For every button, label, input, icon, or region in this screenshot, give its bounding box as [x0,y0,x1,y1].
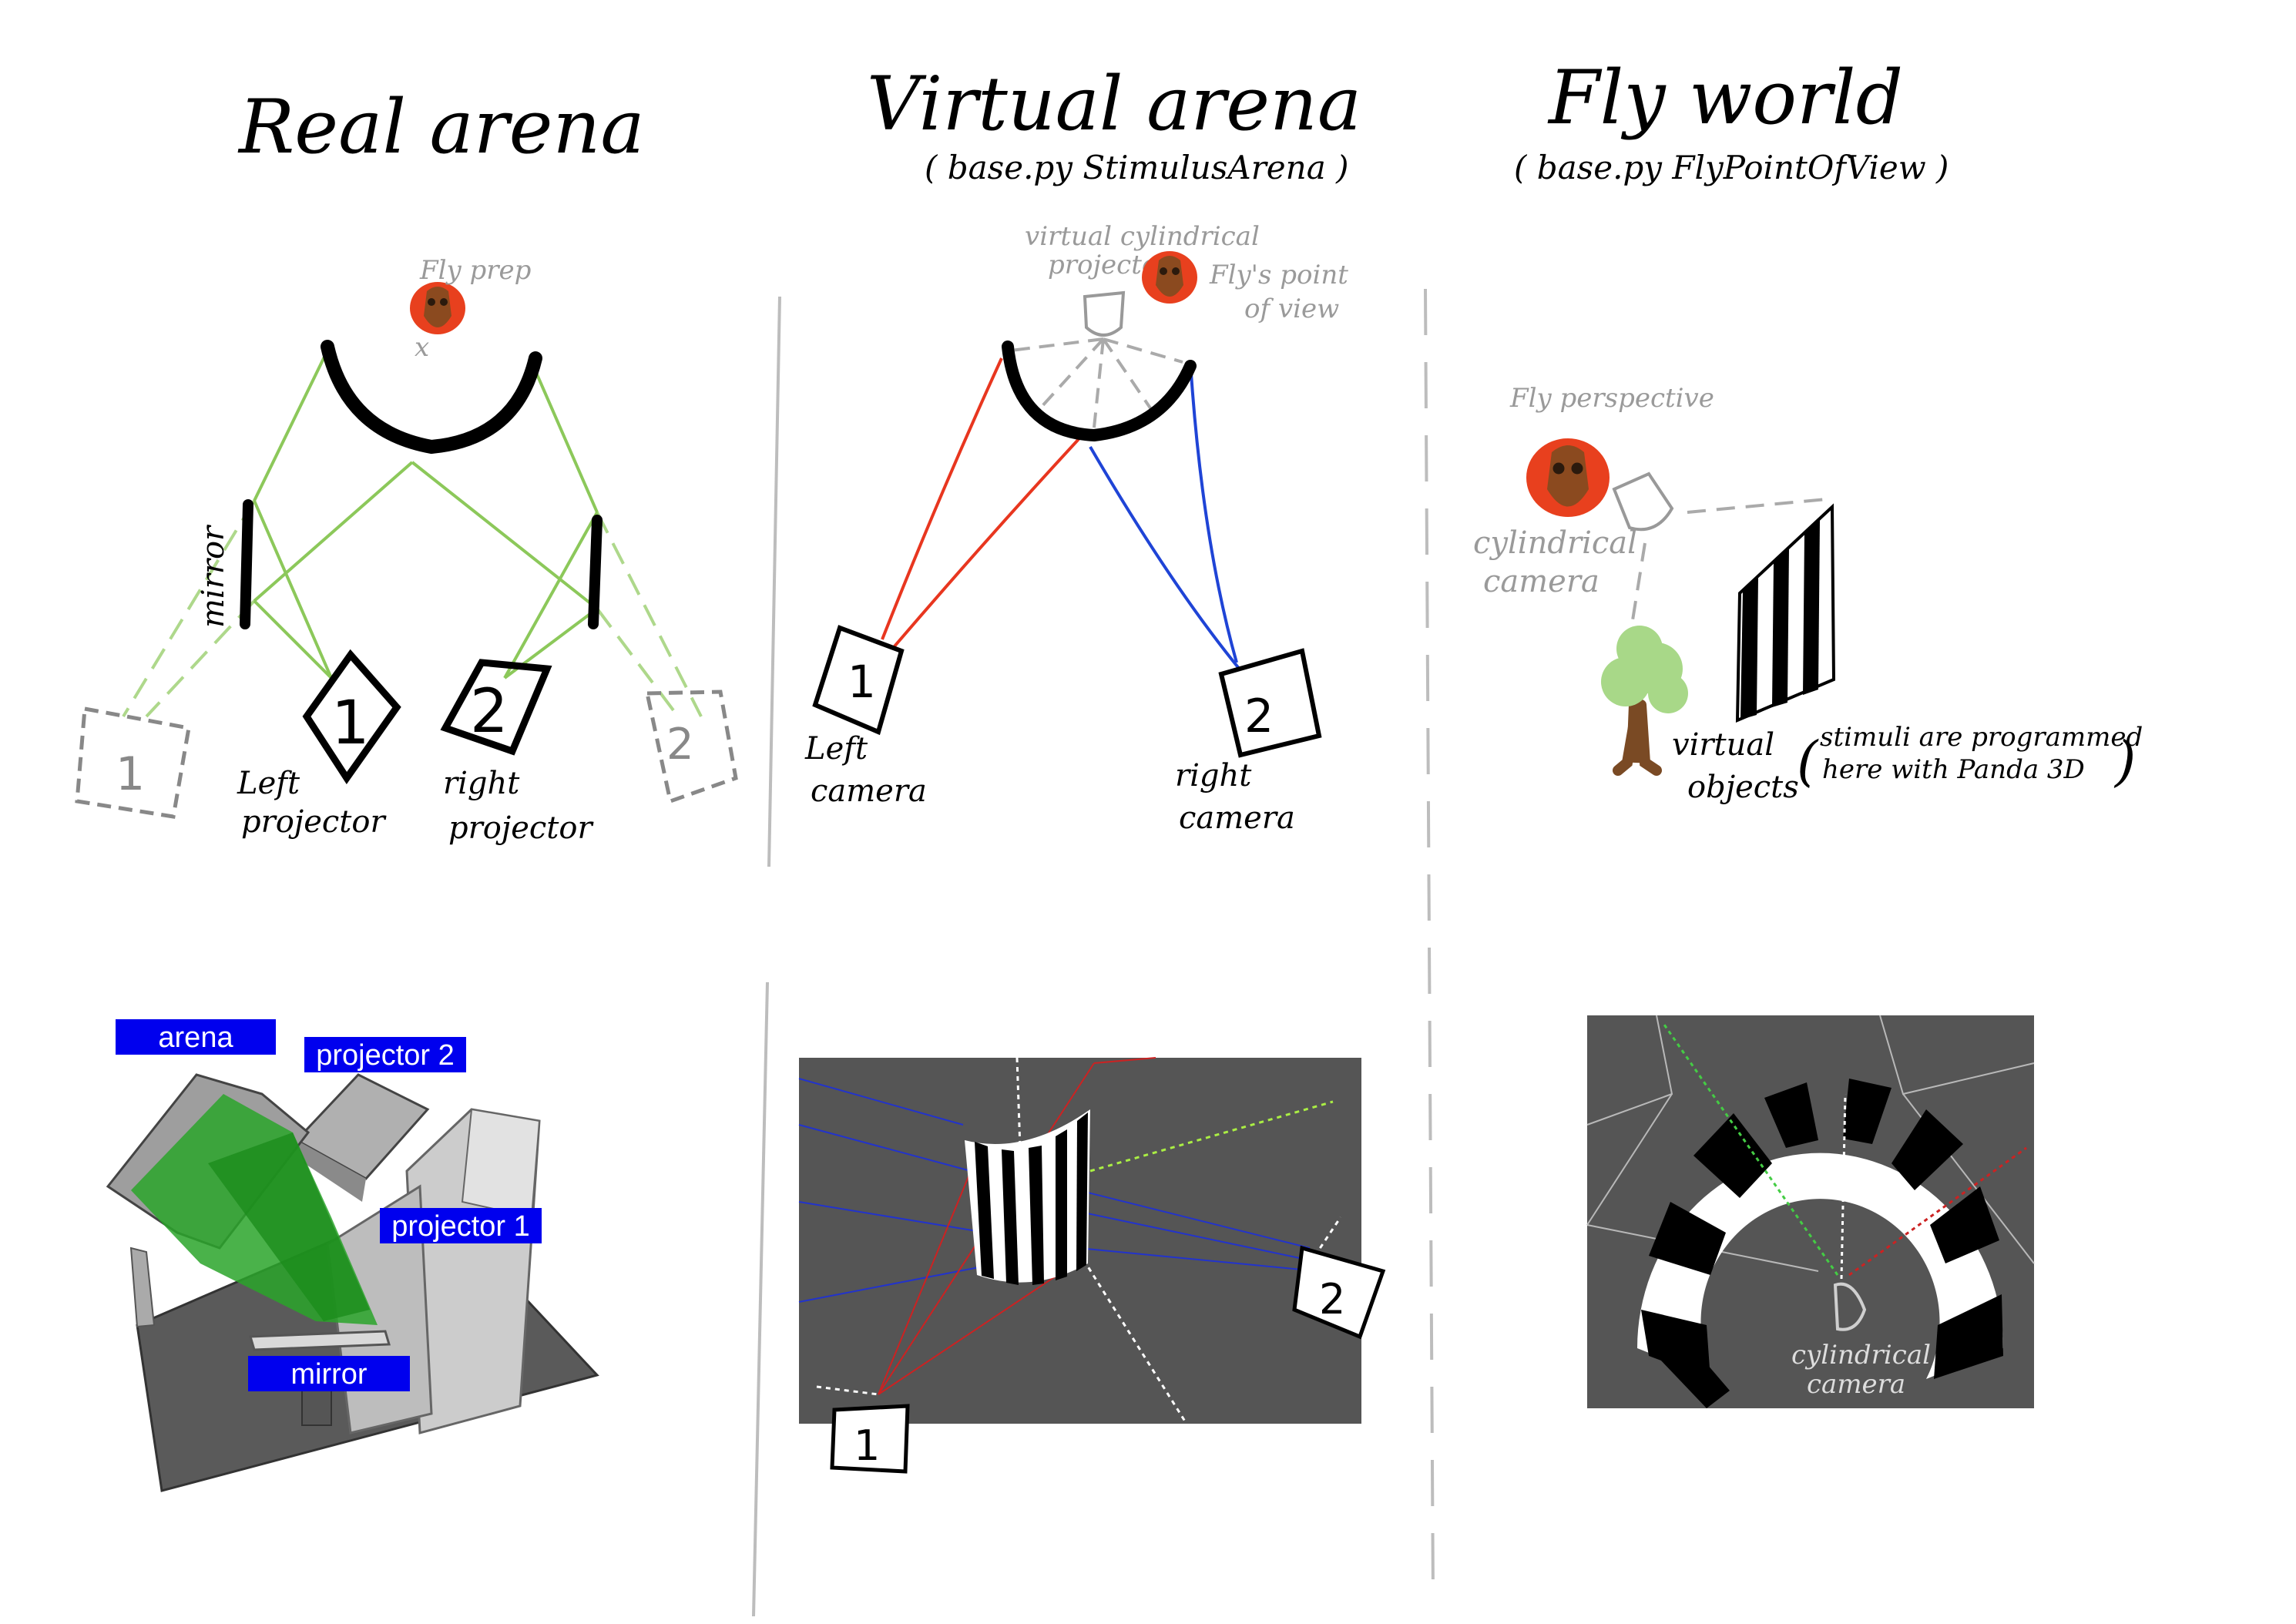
label-arena: arena [116,1019,276,1055]
divider-left-bottom [752,981,769,1617]
left-camera-label-2: camera [811,773,927,809]
panel-real-arena: Real arena Fly prep x mirror 1 [75,84,738,846]
mirror-label: mirror [196,524,231,628]
left-projector-number: 1 [331,689,370,758]
rig-rendering: arena projector 2 projector 1 mirror [106,1019,599,1492]
divider-right [1424,288,1435,1595]
real-arena-title: Real arena [237,84,645,170]
label-mirror: mirror [248,1356,410,1391]
panel-virtual-arena: Virtual arena ( base.py StimulusArena ) … [804,61,1361,836]
virtual-objects-label-2: objects [1687,770,1799,805]
red-axis [1077,1251,1188,1424]
left-camera-label-1: Left [804,731,868,767]
striped-cylinder [965,1109,1090,1285]
right-camera-number: 2 [1244,690,1274,743]
fly-world-render: cylindrical camera [1586,1015,2035,1408]
fly-render-striped-ring [1637,1079,2003,1379]
virtual-arena-render: 1 2 [798,1057,1386,1474]
fly-render-camera-label-1: cylindrical [1791,1340,1931,1371]
striped-stimulus [1735,503,1836,723]
fly-perspective-icon [1526,438,1610,517]
fly-world-title: Fly world [1547,55,1903,141]
left-camera-number: 1 [848,656,876,708]
fly-prep-label: Fly prep [419,255,531,286]
fly-prep-icon [410,282,465,334]
label-projector-2: projector 2 [304,1037,466,1072]
left-projector: 1 [302,649,401,785]
render-camera-1: 1 [830,1404,910,1474]
label-mirror-text: mirror [290,1358,368,1391]
right-camera-label-2: camera [1179,800,1295,836]
panel-fly-world: Fly world ( base.py FlyPointOfView ) Fly… [1473,55,2143,805]
left-projector-label-1: Left [237,766,300,801]
fly-render-up-axis [1840,1093,1847,1280]
label-arena-text: arena [158,1022,233,1054]
note-close-paren: ) [2113,730,2136,793]
right-camera: 2 [1218,648,1322,758]
camera-ray-to-tree [1628,542,1646,640]
left-mirror [240,499,253,629]
cylindrical-camera-label-1: cylindrical [1473,525,1637,561]
ghost-right-projector: 2 [644,690,738,804]
fly-render-red-axis [1848,1146,2027,1277]
fly-render-camera-label-2: camera [1807,1369,1905,1400]
right-mirror [588,515,603,629]
fly-pov-label-2: of view [1244,294,1339,324]
cylindrical-camera-label-2: camera [1483,564,1599,599]
virtual-objects-label-1: virtual [1672,727,1774,763]
virtual-projector-icon [1083,290,1126,337]
left-projector-label-2: projector [241,804,387,840]
label-projector-1: projector 1 [380,1208,542,1243]
tree-icon [1601,626,1688,776]
camera-ray-to-stimulus [1687,498,1827,514]
projector-rays [1010,337,1183,428]
label-projector-1-text: projector 1 [391,1210,530,1243]
render-camera-2-number: 2 [1319,1275,1345,1324]
panel-dividers [752,288,1435,1617]
left-camera: 1 [812,625,905,736]
fly-pov-icon [1142,251,1197,304]
objects-note-2: here with Panda 3D [1822,754,2085,785]
fly-pov-label-1: Fly's point [1209,260,1348,290]
camera-1-axis [816,1385,879,1396]
right-camera-rays [1089,361,1242,672]
virtual-arena-screen [1002,341,1197,442]
right-projector-label-2: projector [448,810,594,846]
left-camera-rays [881,357,1080,649]
ghost-left-number: 1 [116,747,145,801]
arena-screen [321,340,542,455]
fly-cylindrical-camera-icon [1612,471,1674,532]
virtual-projector-label-1: virtual cylindrical [1025,221,1260,252]
fly-perspective-label: Fly perspective [1509,383,1714,414]
objects-note-1: stimuli are programmed [1820,722,2143,753]
divider-left-top [767,296,781,867]
right-camera-label-1: right [1175,758,1252,794]
fly-render-dark-block [1660,1337,1730,1408]
fly-render-camera-icon [1833,1282,1867,1331]
virtual-arena-title: Virtual arena [867,61,1361,147]
mirror-plate [249,1330,391,1351]
render-camera-1-number: 1 [854,1421,880,1470]
label-projector-2-text: projector 2 [316,1039,455,1072]
note-open-paren: ( [1797,730,1819,793]
virtual-arena-subtitle: ( base.py StimulusArena ) [925,149,1348,186]
ghost-left-projector: 1 [75,706,191,819]
render-camera-2: 2 [1292,1245,1386,1340]
fly-world-subtitle: ( base.py FlyPointOfView ) [1514,149,1949,186]
right-projector-number: 2 [470,677,509,747]
right-projector-label-1: right [443,766,520,801]
fly-position-marker: x [415,332,429,363]
right-projector: 2 [440,659,552,756]
projection-beams [122,350,703,718]
rig-leg [129,1247,156,1328]
ghost-right-number: 2 [666,720,694,770]
